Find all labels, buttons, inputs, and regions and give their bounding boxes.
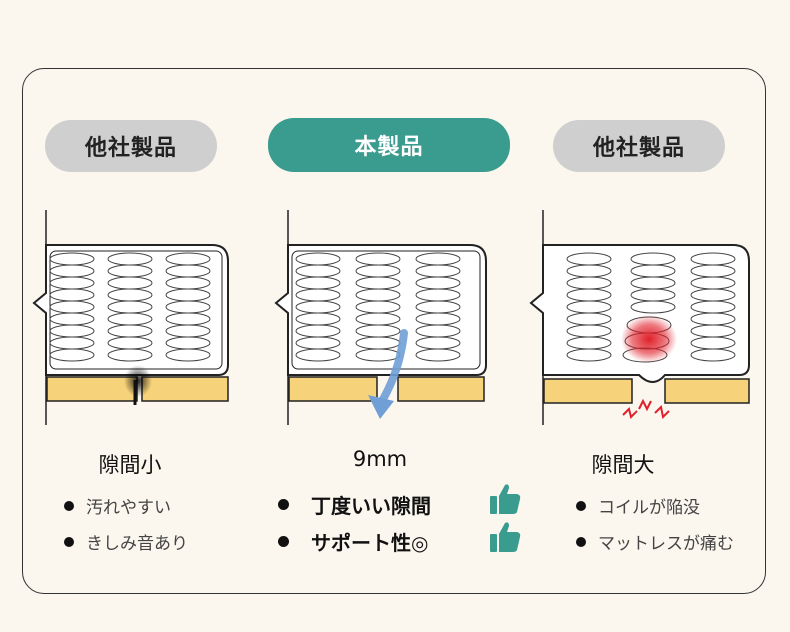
bullet-dot xyxy=(278,499,289,510)
caption-gap-size: 9mm xyxy=(352,447,408,471)
caption-small-gap: 隙間小 xyxy=(98,453,162,477)
bullet-dot xyxy=(576,500,586,511)
mattress-diagram-ideal-gap xyxy=(274,210,487,425)
point-text: マットレスが痛む xyxy=(598,534,734,554)
mattress-diagram-small-gap xyxy=(32,210,229,425)
label-our-product: 本製品 xyxy=(268,118,510,172)
point-text: きしみ音あり xyxy=(86,534,188,554)
list-item: サポート性◎ xyxy=(278,527,428,556)
thumbs-up-icon xyxy=(490,522,521,552)
bullet-dot xyxy=(278,536,289,547)
bullet-dot xyxy=(64,500,74,511)
point-text: 丁度いい隙間 xyxy=(311,494,431,518)
point-text: サポート性◎ xyxy=(311,531,429,555)
list-item: コイルが陥没 xyxy=(576,493,700,518)
caption-large-gap: 隙間大 xyxy=(591,453,655,477)
label-competitor-right: 他社製品 xyxy=(553,120,725,172)
mattress-diagram-large-gap xyxy=(529,210,750,425)
bullet-dot xyxy=(64,536,74,547)
bullet-dot xyxy=(576,536,586,547)
list-item: きしみ音あり xyxy=(64,529,188,554)
list-item: マットレスが痛む xyxy=(576,529,734,554)
list-item: 汚れやすい xyxy=(64,493,171,518)
pain-burst-icon xyxy=(622,398,670,420)
label-competitor-left: 他社製品 xyxy=(45,120,217,172)
point-text: コイルが陥没 xyxy=(598,498,700,518)
point-text: 汚れやすい xyxy=(86,498,171,518)
down-arrow-icon xyxy=(368,329,408,419)
thumbs-up-icon xyxy=(490,484,521,514)
list-item: 丁度いい隙間 xyxy=(278,490,431,519)
